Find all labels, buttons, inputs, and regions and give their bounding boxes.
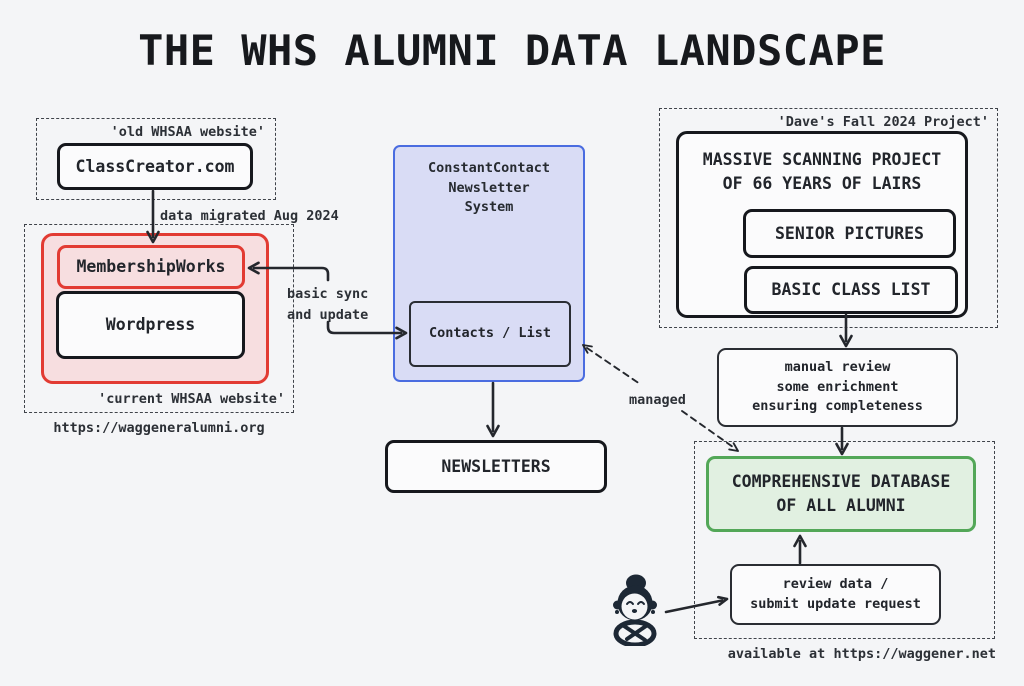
basic-class-list-box: BASIC CLASS LIST bbox=[744, 266, 958, 314]
old-website-group: 'old WHSAA website' bbox=[36, 118, 276, 200]
daves-project-group: 'Dave's Fall 2024 Project' bbox=[659, 108, 998, 328]
manual-review-box: manual review some enrichment ensuring c… bbox=[717, 348, 958, 427]
migration-label: data migrated Aug 2024 bbox=[160, 208, 339, 224]
database-group bbox=[694, 441, 995, 639]
current-website-caption: 'current WHSAA website' bbox=[98, 390, 285, 407]
newsletters-box: NEWSLETTERS bbox=[385, 440, 607, 493]
page-title: THE WHS ALUMNI DATA LANDSCAPE bbox=[138, 26, 886, 75]
dashed-managed-upper bbox=[586, 347, 641, 385]
old-website-caption: 'old WHSAA website' bbox=[110, 124, 265, 140]
senior-pictures-box: SENIOR PICTURES bbox=[743, 209, 956, 258]
daves-project-caption: 'Dave's Fall 2024 Project' bbox=[777, 114, 989, 130]
current-website-url: https://waggeneralumni.org bbox=[53, 420, 265, 436]
review-request-box: review data / submit update request bbox=[730, 564, 941, 625]
comprehensive-database-box: COMPREHENSIVE DATABASE OF ALL ALUMNI bbox=[706, 456, 976, 532]
sync-label: basic sync and update bbox=[287, 286, 369, 323]
managed-label: managed bbox=[629, 392, 686, 408]
membershipworks-box: MembershipWorks bbox=[57, 245, 245, 289]
classcreator-box: ClassCreator.com bbox=[57, 143, 253, 190]
scanning-project-title: MASSIVE SCANNING PROJECT OF 66 YEARS OF … bbox=[702, 150, 942, 193]
current-website-group: 'current WHSAA website' bbox=[24, 224, 294, 413]
constantcontact-title: ConstantContact Newsletter System bbox=[428, 160, 550, 216]
wordpress-box: Wordpress bbox=[56, 291, 245, 359]
person-icon bbox=[613, 574, 657, 646]
availability-label: available at https://waggener.net bbox=[727, 646, 996, 662]
contacts-list-box: Contacts / List bbox=[409, 301, 571, 367]
